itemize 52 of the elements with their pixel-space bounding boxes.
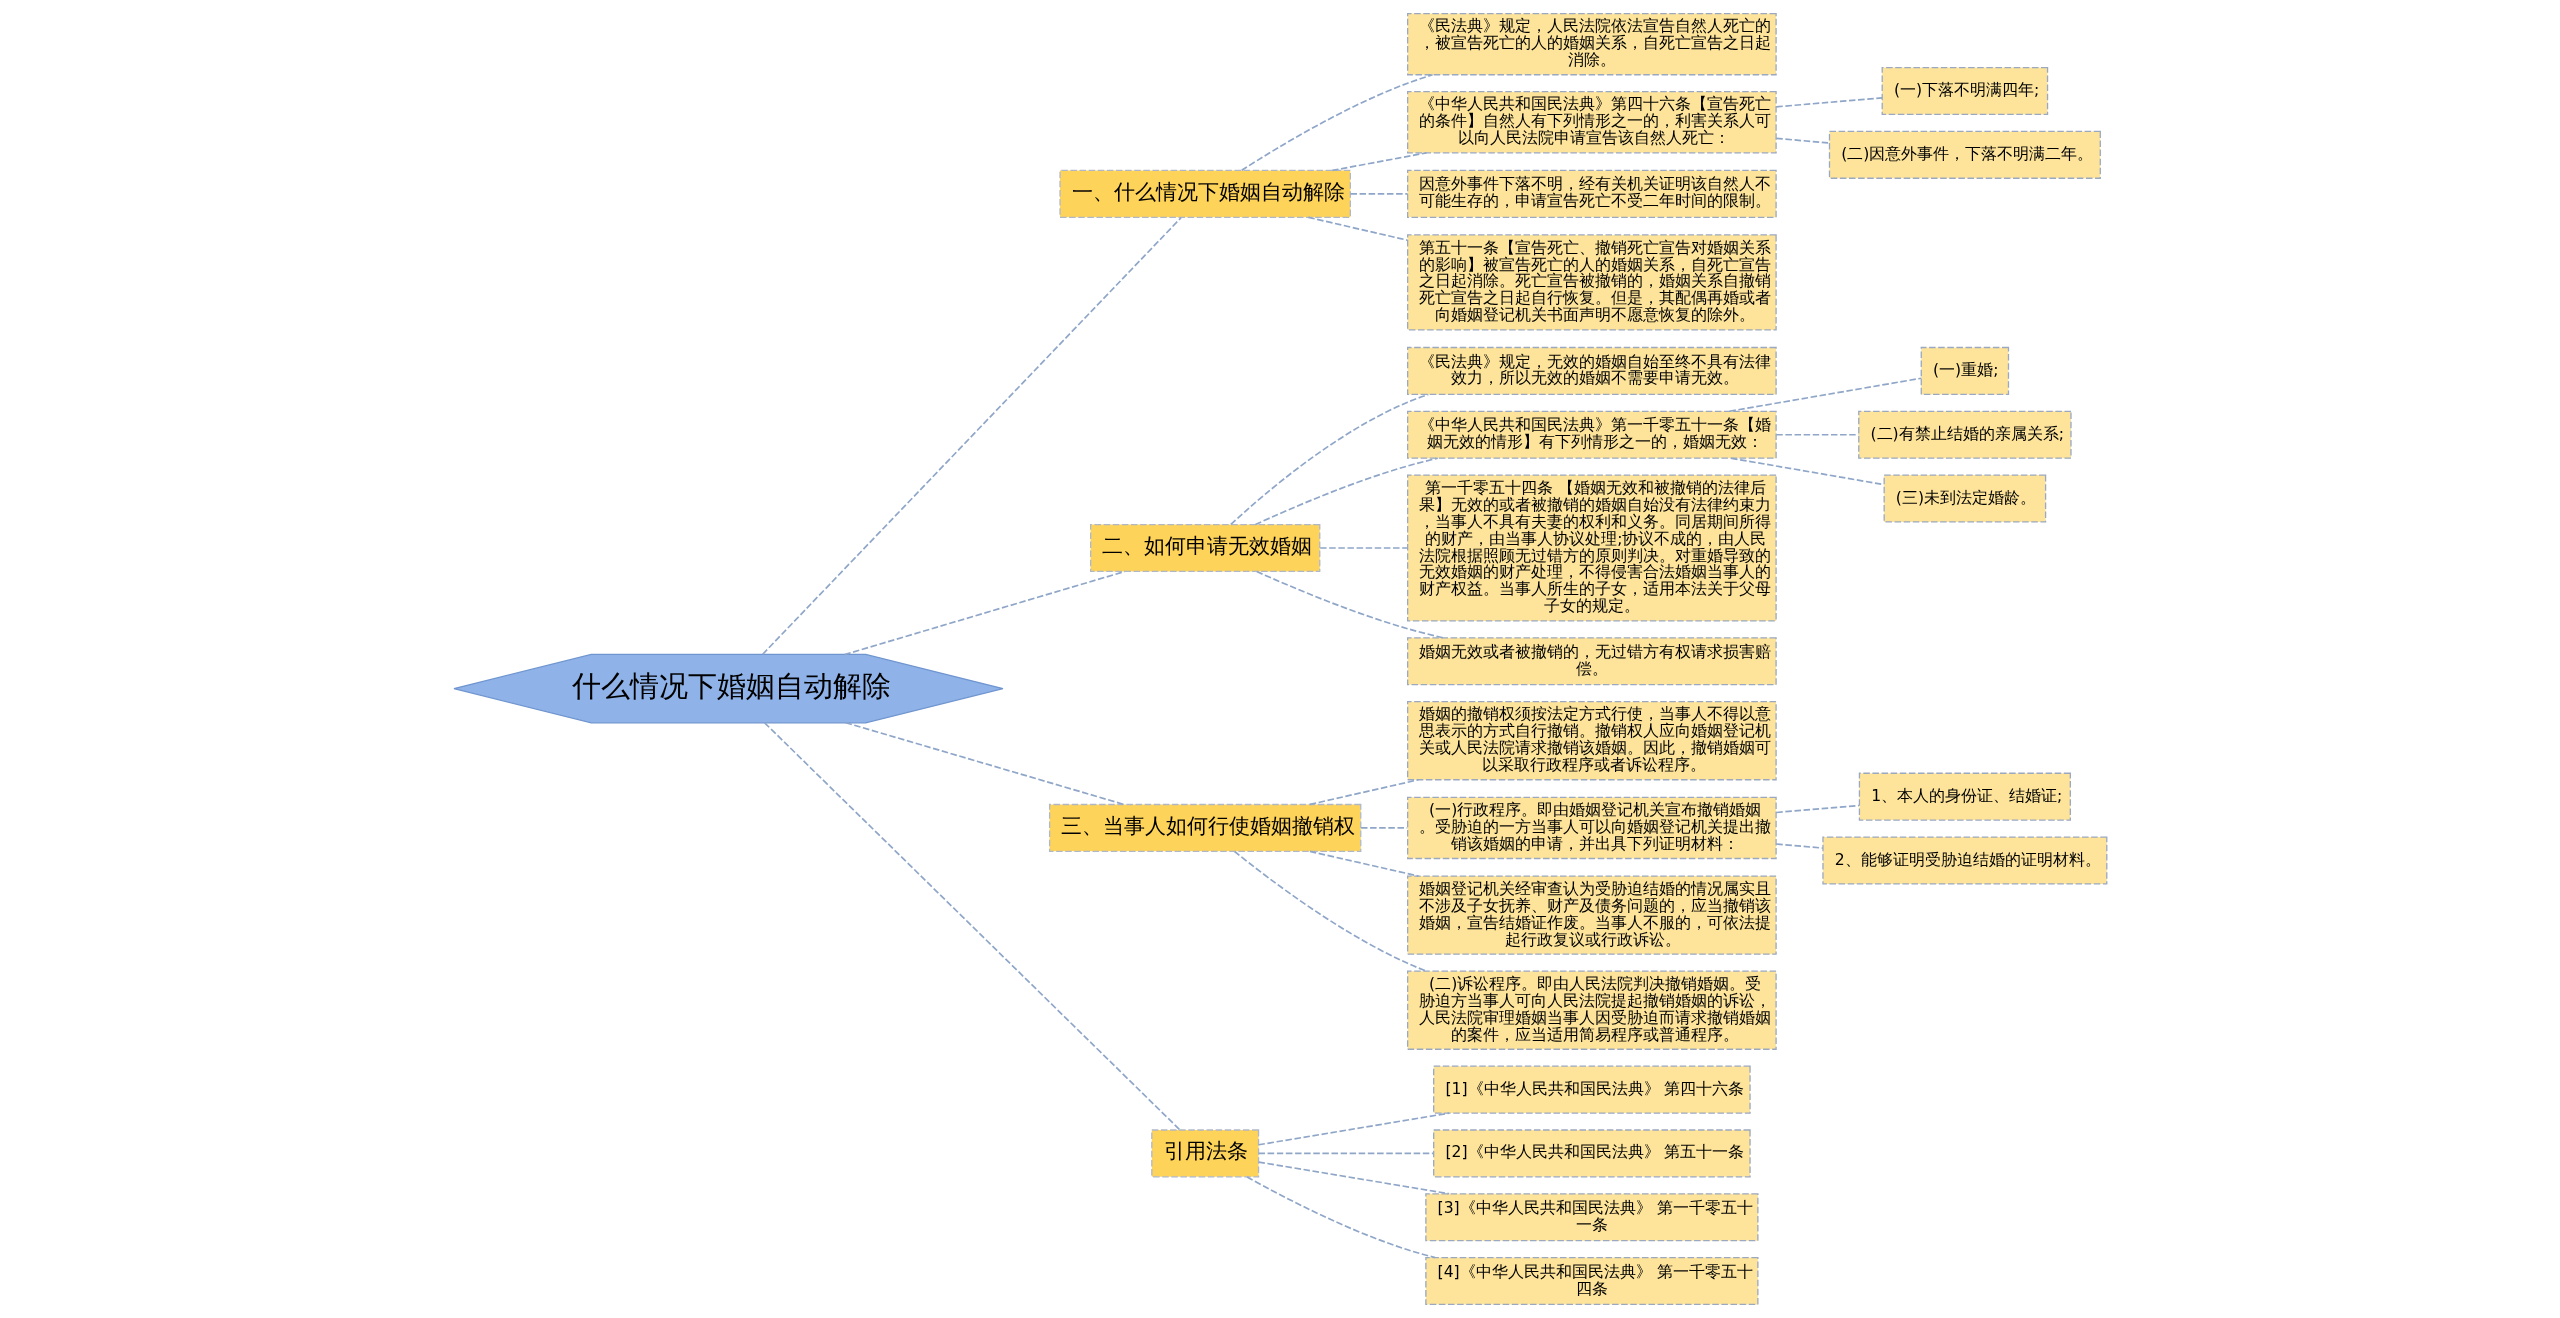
node-box: (三)未到法定婚龄。 xyxy=(1883,474,2046,523)
connector xyxy=(761,216,1182,656)
connector xyxy=(763,721,1181,1131)
connector xyxy=(1254,457,1439,526)
node-box: 二、如何申请无效婚姻 xyxy=(1089,523,1320,573)
node-box: [3]《中华人民共和国民法典》 第一千零五十一条 xyxy=(1424,1193,1758,1242)
connector xyxy=(1233,850,1427,972)
node-box: 1、本人的身份证、结婚证; xyxy=(1858,772,2071,821)
connector xyxy=(1774,97,1883,108)
connector xyxy=(843,570,1125,656)
connector xyxy=(1257,1152,1434,1155)
node-box: 《民法典》规定，无效的婚姻自始至终不具有法律效力，所以无效的婚姻不需要申请无效。 xyxy=(1406,346,1777,396)
node-box: (一)重婚; xyxy=(1920,346,2009,396)
node-box: 因意外事件下落不明，经有关机关证明该自然人不可能生存的，申请宣告死亡不受二年时间的限制。 xyxy=(1406,169,1777,218)
node-box: 《中华人民共和国民法典》第四十六条【宣告死亡的条件】自然人有下列情形之一的，利害关系人可以向人民法院申请宣告该自然人死亡： xyxy=(1406,91,1777,154)
node-box: 2、能够证明受胁迫结婚的证明材料。 xyxy=(1821,836,2107,885)
connector xyxy=(1330,152,1427,172)
connector xyxy=(1229,393,1429,526)
node-box: (一)行政程序。即由婚姻登记机关宣布撤销婚姻。受胁迫的一方当事人可以向婚姻登记机关提出撤销该婚姻的申请，并出具下列证明材料： xyxy=(1406,796,1777,860)
connector xyxy=(1307,216,1408,242)
node-box: [1]《中华人民共和国民法典》 第四十六条 xyxy=(1432,1065,1751,1114)
connector xyxy=(1728,377,1922,413)
node-box: (二)因意外事件，下落不明满二年。 xyxy=(1828,130,2101,179)
node-box: 婚姻的撤销权须按法定方式行使，当事人不得以意思表示的方式自行撤销。撤销权人应向婚姻登记机关或人民法院请求撤销该婚姻。因此，撤销婚姻可以采取行政程序或者诉讼程序。 xyxy=(1406,701,1777,781)
node-box: 婚姻登记机关经审查认为受胁迫结婚的情况属实且不涉及子女抚养、财产及债务问题的，应当撤销该婚姻，宣告结婚证作废。当事人不服的，可依法提起行政复议或行政诉讼。 xyxy=(1406,875,1777,955)
connector xyxy=(1349,193,1408,195)
connector xyxy=(1774,433,1859,436)
node-box: 《民法典》规定，人民法院依法宣告自然人死亡的，被宣告死亡的人的婚姻关系，自死亡宣告之日起消除。 xyxy=(1406,12,1777,76)
connector xyxy=(1240,73,1433,172)
connector xyxy=(1257,1112,1450,1146)
node-box: 婚姻无效或者被撤销的，无过错方有权请求损害赔偿。 xyxy=(1406,637,1777,686)
connector xyxy=(1774,843,1824,849)
node-box: 第一千零五十四条 【婚姻无效和被撤销的法律后果】无效的或者被撤销的婚姻自始没有法律约束力，当事人不具有夫妻的权利和义务。同居期间所得的财产，由当事人协议处理;协议不成的，由人民法院根据照顾无过错方的原则判决。对重婚导致的无效婚姻的财产处理，不得侵害合法婚姻当事人的财产权益。当事人所生的子女，适用本法关于父母子女的规定。 xyxy=(1406,474,1777,622)
connector xyxy=(1245,1176,1436,1259)
node-box: 《中华人民共和国民法典》第一千零五十一条【婚姻无效的情形】有下列情形之一的，婚姻无效： xyxy=(1406,410,1777,459)
node-box: (二)诉讼程序。即由人民法院判决撤销婚姻。受胁迫方当事人可向人民法院提起撤销婚姻的诉讼，人民法院审理婚姻当事人因受胁迫而请求撤销婚姻的案件，应当适用简易程序或普通程序。 xyxy=(1406,970,1777,1050)
node-box: 三、当事人如何行使婚姻撤销权 xyxy=(1048,803,1361,852)
connector xyxy=(1774,137,1830,144)
connector xyxy=(1308,850,1419,877)
connector xyxy=(1318,547,1408,549)
node-box: (二)有禁止结婚的亲属关系; xyxy=(1857,410,2072,459)
connector xyxy=(1255,570,1444,639)
connector xyxy=(844,721,1125,806)
connector xyxy=(1257,1161,1450,1195)
node-box: 一、什么情况下婚姻自动解除 xyxy=(1058,169,1351,218)
node-box: [4]《中华人民共和国民法典》 第一千零五十四条 xyxy=(1424,1256,1758,1306)
node-box: [2]《中华人民共和国民法典》 第五十一条 xyxy=(1432,1129,1751,1178)
node-box: (一)下落不明满四年; xyxy=(1881,66,2048,116)
node-box: 第五十一条【宣告死亡、撤销死亡宣告对婚姻关系的影响】被宣告死亡的人的婚姻关系，自死亡宣告之日起消除。死亡宣告被撤销的，婚姻关系自撤销死亡宣告之日起自行恢复。但是，其配偶再婚或者向婚姻登记机关书面声明不愿意恢复的除外。 xyxy=(1406,234,1777,331)
connector xyxy=(1774,804,1860,814)
node-box: 引用法条 xyxy=(1150,1129,1259,1178)
connector xyxy=(1308,778,1419,806)
